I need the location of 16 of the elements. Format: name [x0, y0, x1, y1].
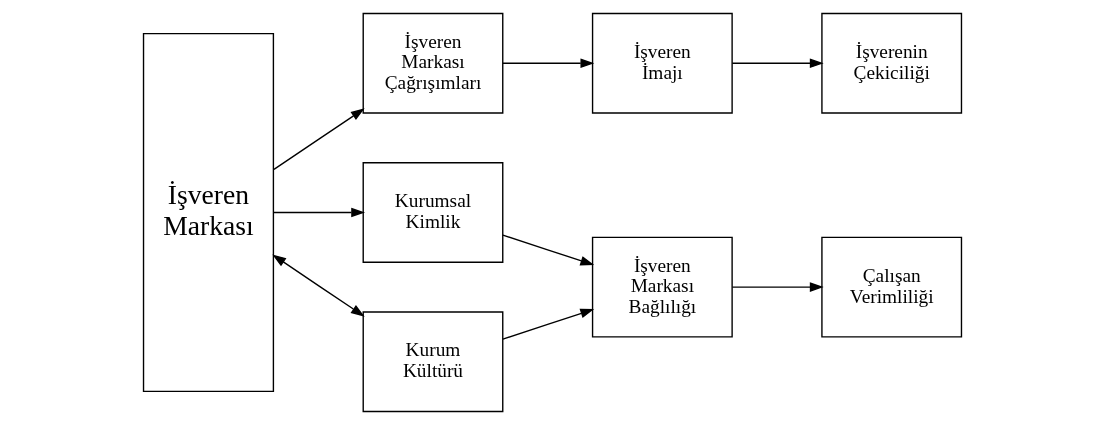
node-box: İşveren Markası Bağlılığı: [591, 236, 733, 338]
arrow: [501, 308, 594, 340]
arrow: [501, 58, 594, 69]
node-box: Kurum Kültürü: [362, 311, 503, 413]
arrow: [272, 207, 365, 218]
node-box: İşveren Markası: [142, 32, 274, 393]
node-box: Çalışan Verimliliği: [820, 236, 962, 338]
arrow: [271, 254, 365, 317]
node-box: İşveren Markası Çağrışımları: [362, 12, 503, 114]
node-box: İşverenin Çekiciliği: [820, 12, 962, 114]
arrow: [731, 58, 824, 69]
arrow: [272, 108, 365, 171]
arrow: [501, 234, 594, 266]
node-box: İşveren İmajı: [591, 12, 733, 114]
arrow: [731, 282, 824, 292]
node-box: Kurumsal Kimlik: [362, 162, 503, 263]
